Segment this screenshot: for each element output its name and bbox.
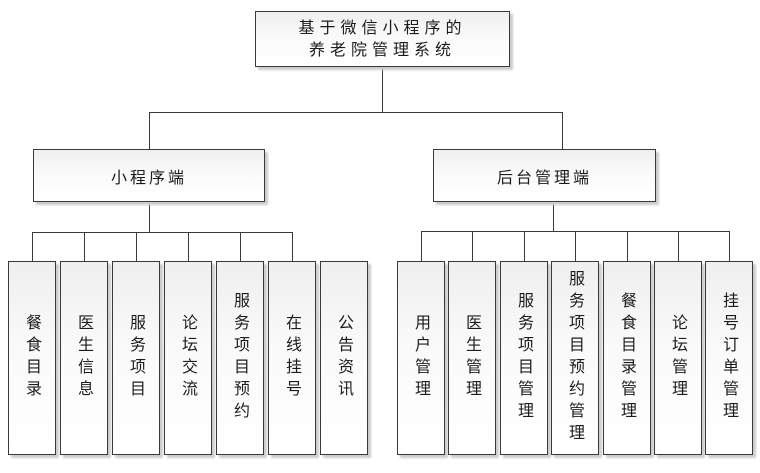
leaf-label: 用户管理 [412, 314, 431, 402]
leaf-label: 服务项目 [127, 314, 146, 402]
leaf-label: 在线挂号 [283, 314, 302, 402]
connector-line [553, 202, 554, 231]
connector-line [562, 112, 563, 150]
leaf-label: 服务项目预约管理 [566, 270, 585, 446]
leaf-label: 医生信息 [75, 314, 94, 402]
connector-line [149, 112, 563, 113]
leaf-node: 挂号订单管理 [705, 261, 753, 455]
connector-line [627, 231, 628, 261]
connector-line [421, 231, 422, 261]
branch-label: 后台管理端 [496, 167, 592, 187]
leaf-node: 在线挂号 [268, 261, 316, 455]
branch-node-admin: 后台管理端 [433, 149, 656, 202]
leaf-label: 论坛管理 [669, 314, 688, 402]
connector-line [472, 231, 473, 261]
leaf-node: 论坛交流 [164, 261, 212, 455]
leaf-node: 医生管理 [448, 261, 496, 455]
connector-line [32, 232, 33, 261]
leaf-node: 服务项目管理 [500, 261, 548, 455]
connector-line [382, 67, 383, 112]
leaf-node: 医生信息 [60, 261, 108, 455]
connector-line [136, 232, 137, 261]
root-node: 基于微信小程序的 养老院管理系统 [255, 11, 510, 67]
connector-line [678, 231, 679, 261]
leaf-label: 公告资讯 [335, 314, 354, 402]
leaf-node: 论坛管理 [654, 261, 702, 455]
branch-node-miniprogram: 小程序端 [33, 149, 265, 202]
leaf-label: 餐食目录管理 [618, 292, 637, 424]
connector-line [149, 202, 150, 232]
leaf-label: 挂号订单管理 [720, 292, 739, 424]
leaf-label: 论坛交流 [179, 314, 198, 402]
leaf-label: 服务项目管理 [515, 292, 534, 424]
leaf-node: 公告资讯 [320, 261, 368, 455]
leaf-label: 医生管理 [463, 314, 482, 402]
connector-line [149, 112, 150, 150]
root-title-line1: 基于微信小程序的 [298, 18, 467, 37]
leaf-label: 餐食目录 [23, 314, 42, 402]
leaf-node: 服务项目预约管理 [551, 261, 599, 455]
leaf-node: 服务项目 [112, 261, 160, 455]
leaf-node: 餐食目录管理 [603, 261, 651, 455]
leaf-node: 服务项目预约 [216, 261, 264, 455]
connector-line [188, 232, 189, 261]
connector-line [84, 232, 85, 261]
root-title-line2: 养老院管理系统 [308, 40, 456, 59]
leaf-node: 餐食目录 [8, 261, 56, 455]
connector-line [32, 232, 293, 233]
connector-line [524, 231, 525, 261]
connector-line [292, 232, 293, 261]
branch-label: 小程序端 [110, 167, 187, 187]
connector-line [240, 232, 241, 261]
leaf-node: 用户管理 [397, 261, 445, 455]
connector-line [729, 231, 730, 261]
connector-line [575, 231, 576, 261]
leaf-label: 服务项目预约 [231, 292, 250, 424]
